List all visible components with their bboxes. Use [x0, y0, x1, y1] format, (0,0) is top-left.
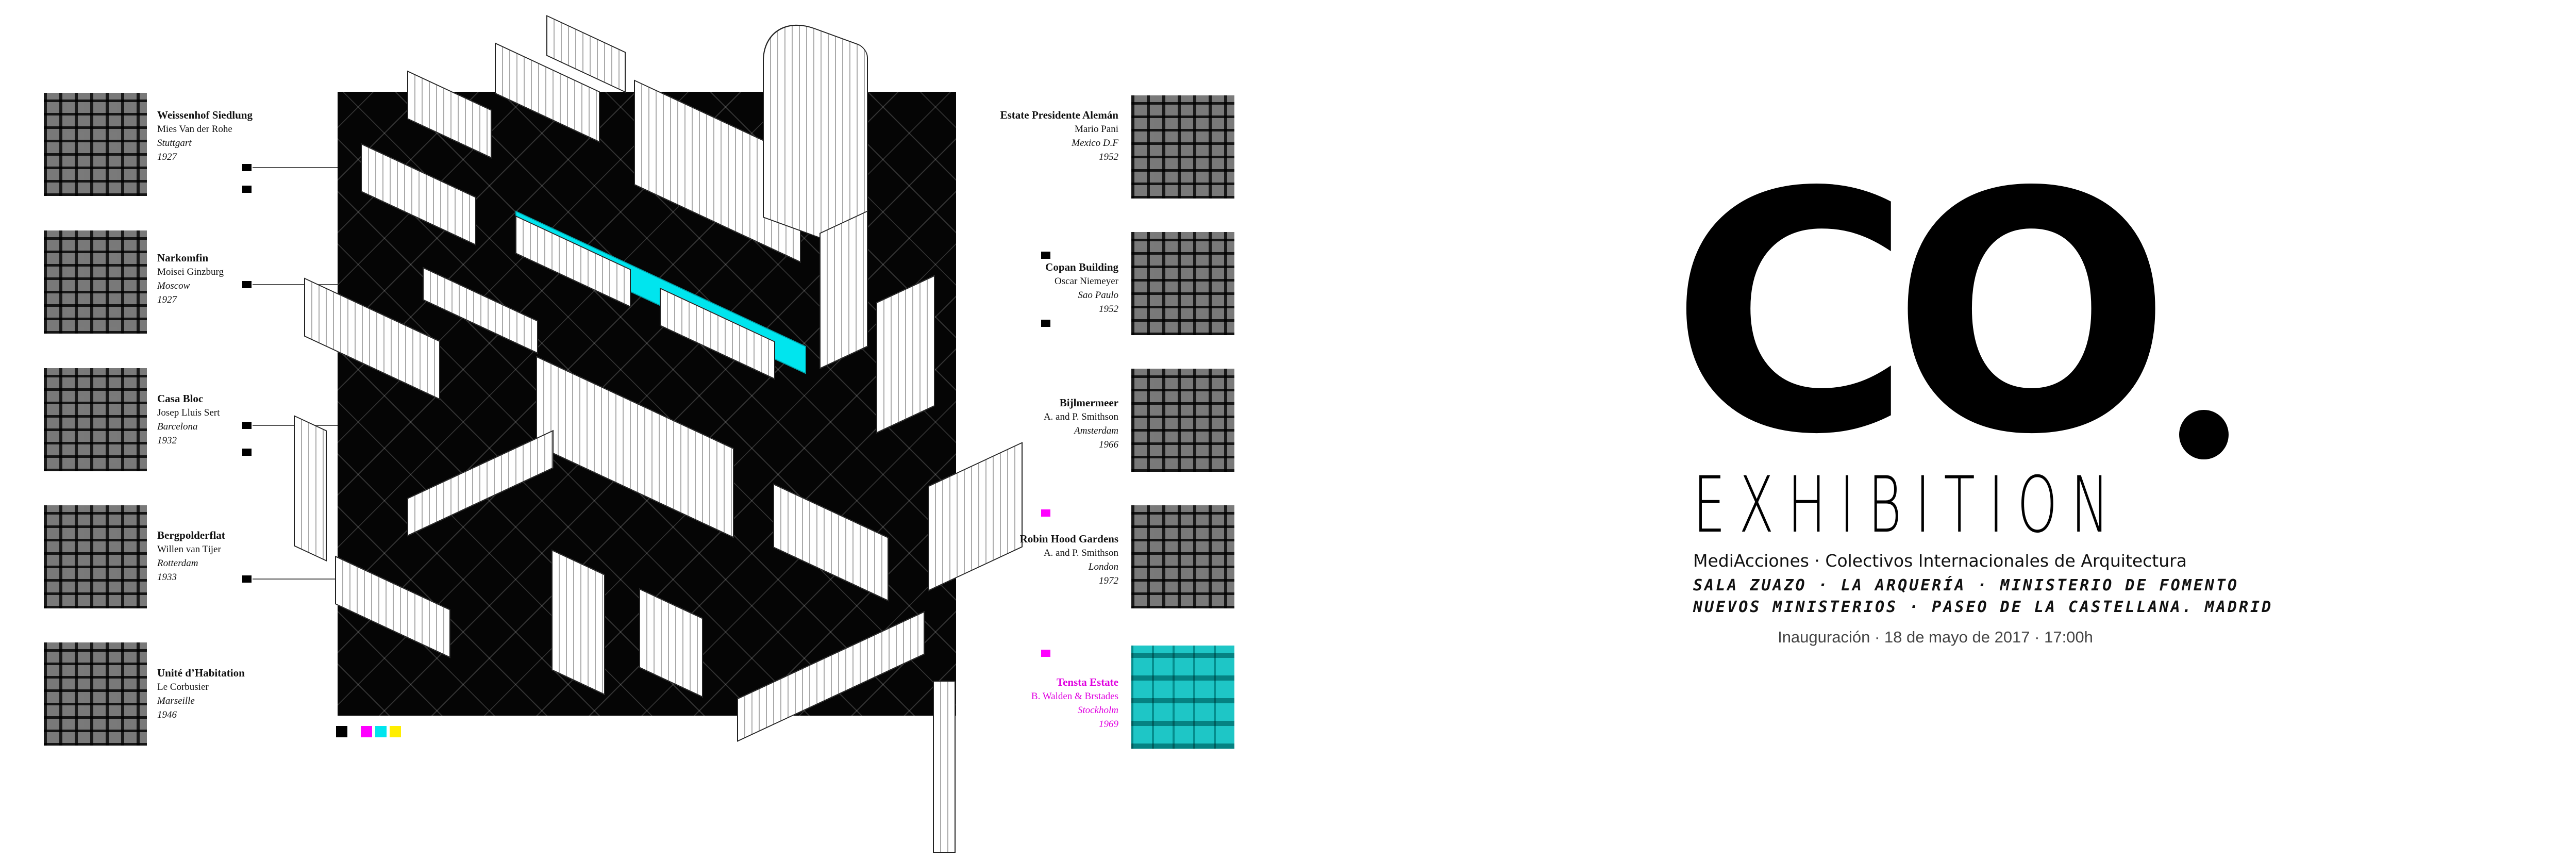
project-name: Narkomfin [157, 252, 209, 264]
project-architect: A. and P. Smithson [1043, 411, 1118, 422]
leader-line [253, 284, 345, 285]
building-block [876, 275, 935, 434]
project-photo [44, 230, 147, 334]
project-architect: Le Corbusier [157, 682, 209, 692]
project-city: Stuttgart [157, 138, 192, 148]
logo-co: CO [1670, 122, 2172, 506]
project-name: Robin Hood Gardens [1019, 533, 1118, 545]
venue-line-2: NUEVOS MINISTERIOS · PASEO DE LA CASTELL… [1693, 598, 2273, 616]
project-photo [1131, 505, 1234, 608]
project-year: 1933 [157, 572, 177, 583]
logo-dot [2179, 410, 2229, 459]
venue-line-1: SALA ZUAZO · LA ARQUERÍA · MINISTERIO DE… [1693, 576, 2239, 594]
project-name: Tensta Estate [1057, 676, 1118, 688]
project-architect: A. and P. Smithson [1043, 548, 1118, 558]
logo-exhibition: EXHIBITION [1693, 460, 2123, 550]
project-city: London [1088, 561, 1118, 572]
project-photo [44, 93, 147, 196]
building-block [294, 415, 327, 561]
legend-swatch [361, 726, 372, 737]
building-block-tower [933, 681, 956, 853]
project-name: Unité d’Habitation [157, 667, 245, 679]
project-photo [44, 642, 147, 746]
project-architect: Willen van Tijer [157, 544, 221, 555]
map-marker [242, 575, 252, 583]
leader-line [253, 167, 345, 168]
inauguration-info: Inauguración · 18 de mayo de 2017 · 17:0… [1778, 628, 2093, 646]
project-year: 1969 [1099, 719, 1118, 730]
building-block [819, 210, 868, 369]
project-photo [1131, 369, 1234, 472]
project-city: Moscow [157, 280, 190, 291]
project-city: Stockholm [1077, 705, 1118, 716]
project-city: Mexico D.F [1072, 138, 1118, 148]
project-architect: Mario Pani [1075, 124, 1118, 135]
project-name: Casa Bloc [157, 392, 204, 405]
project-name: Bergpolderflat [157, 529, 225, 541]
project-year: 1946 [157, 709, 177, 720]
map-marker [242, 186, 252, 193]
project-photo [1131, 646, 1234, 749]
project-architect: Moisei Ginzburg [157, 267, 224, 277]
project-name: Copan Building [1045, 261, 1118, 273]
project-city: Sao Paulo [1078, 290, 1118, 301]
map-marker [1041, 650, 1050, 657]
project-year: 1952 [1099, 152, 1118, 162]
project-architect: Mies Van der Rohe [157, 124, 232, 135]
project-name: Weissenhof Siedlung [157, 109, 253, 121]
project-architect: B. Walden & Brstades [1031, 691, 1118, 702]
building-block [551, 549, 605, 696]
project-photo [44, 368, 147, 471]
map-marker [1041, 320, 1050, 327]
project-city: Rotterdam [157, 558, 198, 569]
project-year: 1927 [157, 152, 177, 162]
map-marker [1041, 252, 1050, 259]
map-marker [1041, 509, 1050, 517]
map-marker [242, 449, 252, 456]
project-year: 1932 [157, 435, 177, 446]
project-photo [1131, 232, 1234, 335]
map-marker [242, 422, 252, 429]
project-city: Amsterdam [1074, 425, 1118, 436]
project-city: Barcelona [157, 421, 198, 432]
project-name: Estate Presidente Alemán [1000, 109, 1118, 121]
map-marker [242, 281, 252, 288]
project-architect: Josep Lluis Sert [157, 407, 220, 418]
project-city: Marseille [157, 696, 195, 706]
legend-swatch [336, 726, 347, 737]
project-photo [1131, 95, 1234, 199]
legend-swatch [390, 726, 401, 737]
project-architect: Oscar Niemeyer [1055, 276, 1118, 287]
leader-line [253, 579, 345, 580]
project-year: 1966 [1099, 439, 1118, 450]
project-year: 1952 [1099, 304, 1118, 315]
project-name: Bijlmermeer [1059, 397, 1118, 409]
legend-swatch [375, 726, 387, 737]
project-year: 1927 [157, 294, 177, 305]
project-photo [44, 505, 147, 608]
logo-subtitle: MediAcciones · Colectivos Internacionale… [1693, 551, 2187, 571]
project-year: 1972 [1099, 575, 1118, 586]
map-marker [242, 164, 252, 171]
